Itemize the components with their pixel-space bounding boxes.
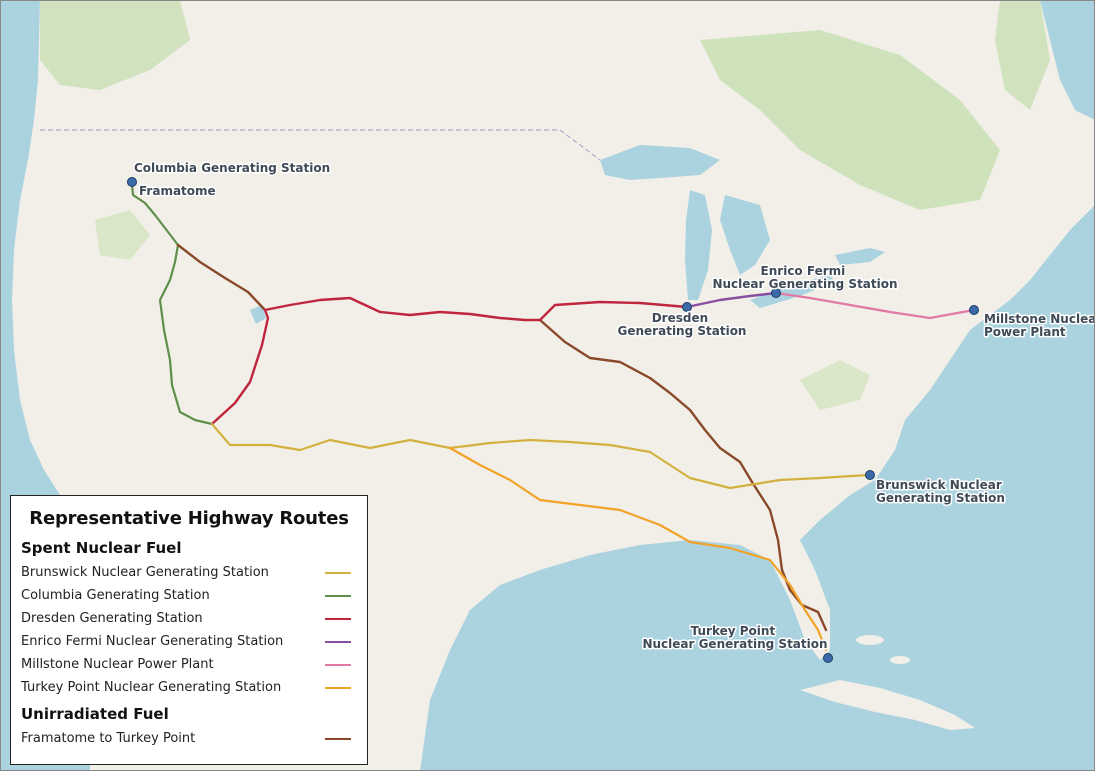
legend-item-framatome: Framatome to Turkey Point [21,727,357,750]
label-turkey: Turkey Point Nuclear Generating Station [642,624,827,651]
northern-water [1040,0,1095,120]
legend-swatch [325,617,351,620]
bahamas [856,635,884,645]
marker-brunswick[interactable] [865,470,875,480]
route-enrico [685,291,778,309]
legend-swatch [325,571,351,574]
routes [130,183,976,652]
label-brunswick: Brunswick Nuclear Generating Station [876,478,1006,505]
label-dresden: Dresden Generating Station [618,311,747,338]
label-framatome: Framatome [139,184,216,198]
lake-superior [600,145,720,180]
marker-turkey[interactable] [823,653,833,663]
legend-item-enrico: Enrico Fermi Nuclear Generating Station [21,630,357,653]
legend-item-brunswick: Brunswick Nuclear Generating Station [21,561,357,584]
route-brunswick [210,422,870,490]
forest-quebec [995,0,1050,110]
route-columbia [130,183,214,426]
forest-canada-east [700,30,1000,210]
legend-item-turkey: Turkey Point Nuclear Generating Station [21,676,357,699]
route-turkey [448,446,828,652]
legend-label: Dresden Generating Station [21,611,203,626]
legend-title: Representative Highway Routes [29,508,349,529]
marker-columbia[interactable] [127,177,137,187]
marker-millstone[interactable] [969,305,979,315]
great-salt-lake [250,305,266,324]
bahamas-2 [890,656,910,664]
cuba [800,680,975,730]
legend-swatch [325,594,351,597]
label-columbia: Columbia Generating Station [134,161,330,175]
legend-item-millstone: Millstone Nuclear Power Plant [21,653,357,676]
legend-label: Framatome to Turkey Point [21,731,196,746]
legend-item-columbia: Columbia Generating Station [21,584,357,607]
legend-swatch [325,737,351,740]
legend-label: Brunswick Nuclear Generating Station [21,565,269,580]
marker-enrico[interactable] [771,288,781,298]
gulf-and-atlantic [420,205,1095,771]
legend: Representative Highway Routes Spent Nucl… [10,495,368,765]
lake-ontario [835,248,885,265]
label-enrico: Enrico Fermi Nuclear Generating Station [712,264,897,291]
legend-label: Columbia Generating Station [21,588,210,603]
lake-erie [750,275,835,308]
forest-canada-west [40,0,190,90]
lake-huron [720,195,770,275]
site-markers [127,177,979,663]
legend-label: Turkey Point Nuclear Generating Station [21,680,282,695]
route-dresden [210,296,689,426]
label-millstone: Millstone Nuclear Power Plant [984,312,1095,339]
lake-michigan [685,190,712,300]
forest-northwest [95,210,150,260]
legend-label: Millstone Nuclear Power Plant [21,657,214,672]
legend-swatch [325,640,351,643]
legend-unirradiated-heading: Unirradiated Fuel [21,705,169,723]
marker-dresden[interactable] [682,302,692,312]
route-framatome [176,243,828,632]
legend-spent-heading: Spent Nuclear Fuel [21,539,182,557]
forest-appalachia [800,360,870,410]
legend-item-dresden: Dresden Generating Station [21,607,357,630]
legend-swatch [325,663,351,666]
international-border [40,129,601,161]
route-millstone [774,291,976,320]
site-labels: Columbia Generating Station Framatome En… [133,160,1095,653]
legend-label: Enrico Fermi Nuclear Generating Station [21,634,284,649]
legend-swatch [325,686,351,689]
